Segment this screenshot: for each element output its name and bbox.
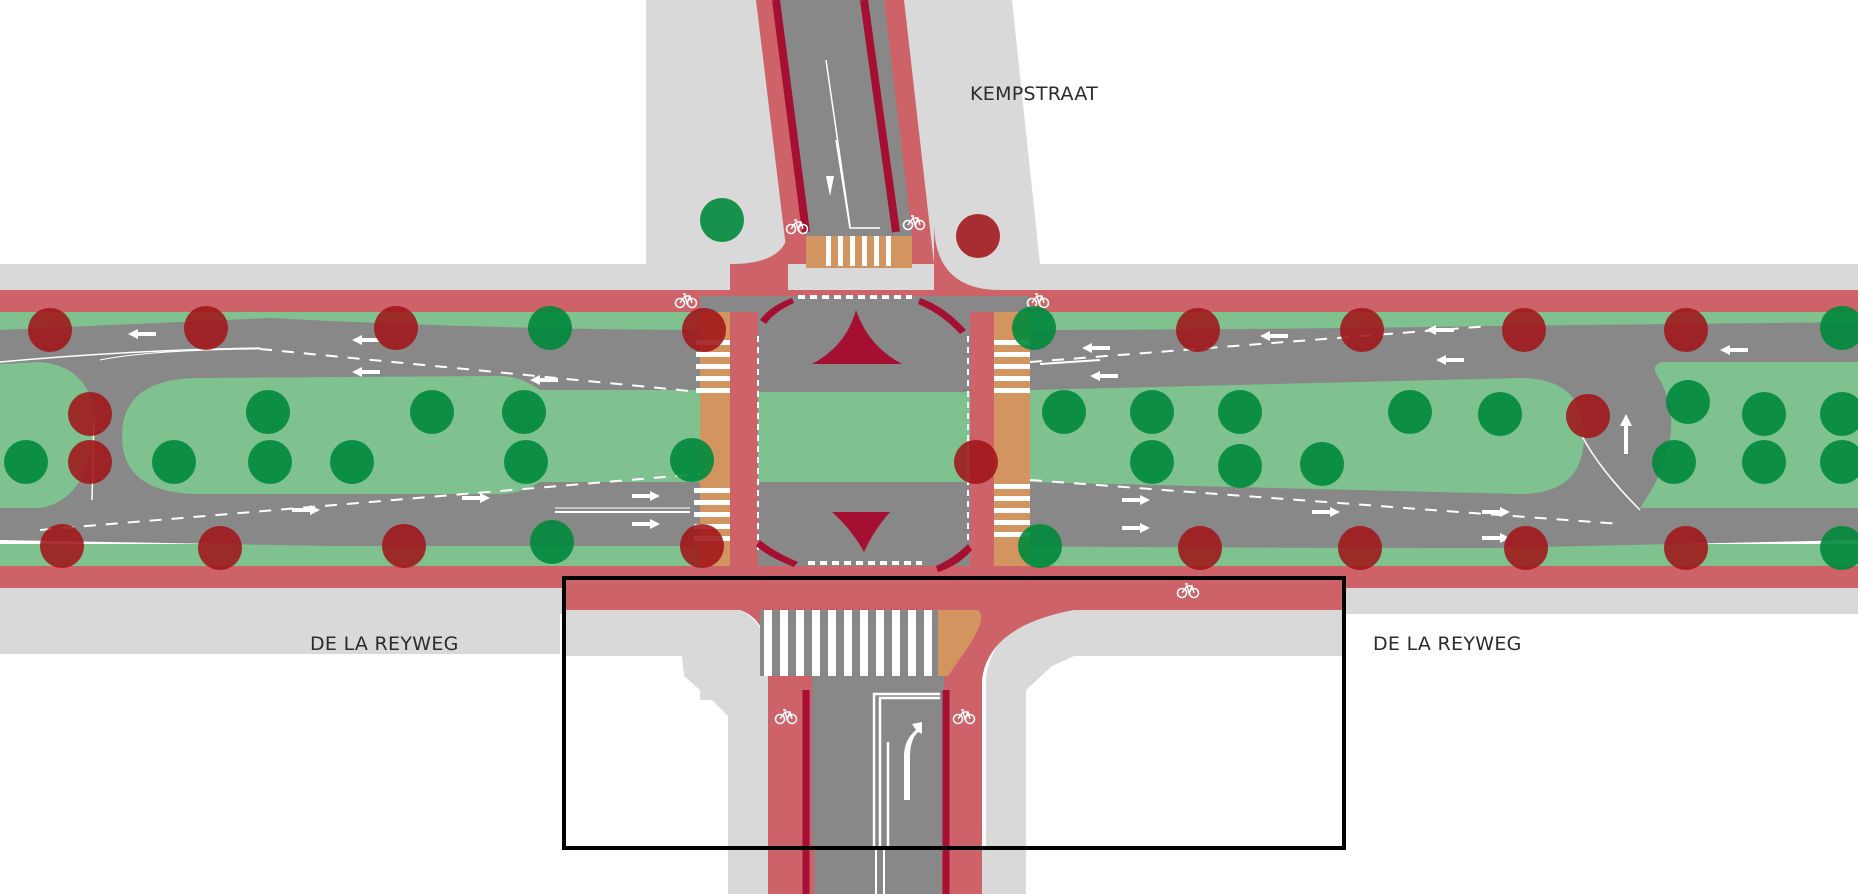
arrow-up-icon [1620,414,1632,454]
street-label-de-la-reyweg-west: DE LA REYWEG [310,633,459,655]
zebra-east-lower [994,484,1030,537]
speed-table-triangles [756,298,972,572]
zebra-north [826,236,891,266]
street-label-de-la-reyweg-east: DE LA REYWEG [1373,633,1522,655]
street-label-kempstraat: KEMPSTRAAT [970,83,1099,105]
trees-removed [28,214,1708,570]
intersection-markings [757,295,969,565]
arrow-down-icon [826,176,834,196]
detail-inset [562,576,1346,850]
lane-markings [0,59,1641,894]
zebra-inset [764,610,932,676]
turn-arrow-icon [904,722,922,800]
zebra-east-upper [994,340,1030,393]
trees-new [4,198,1858,570]
